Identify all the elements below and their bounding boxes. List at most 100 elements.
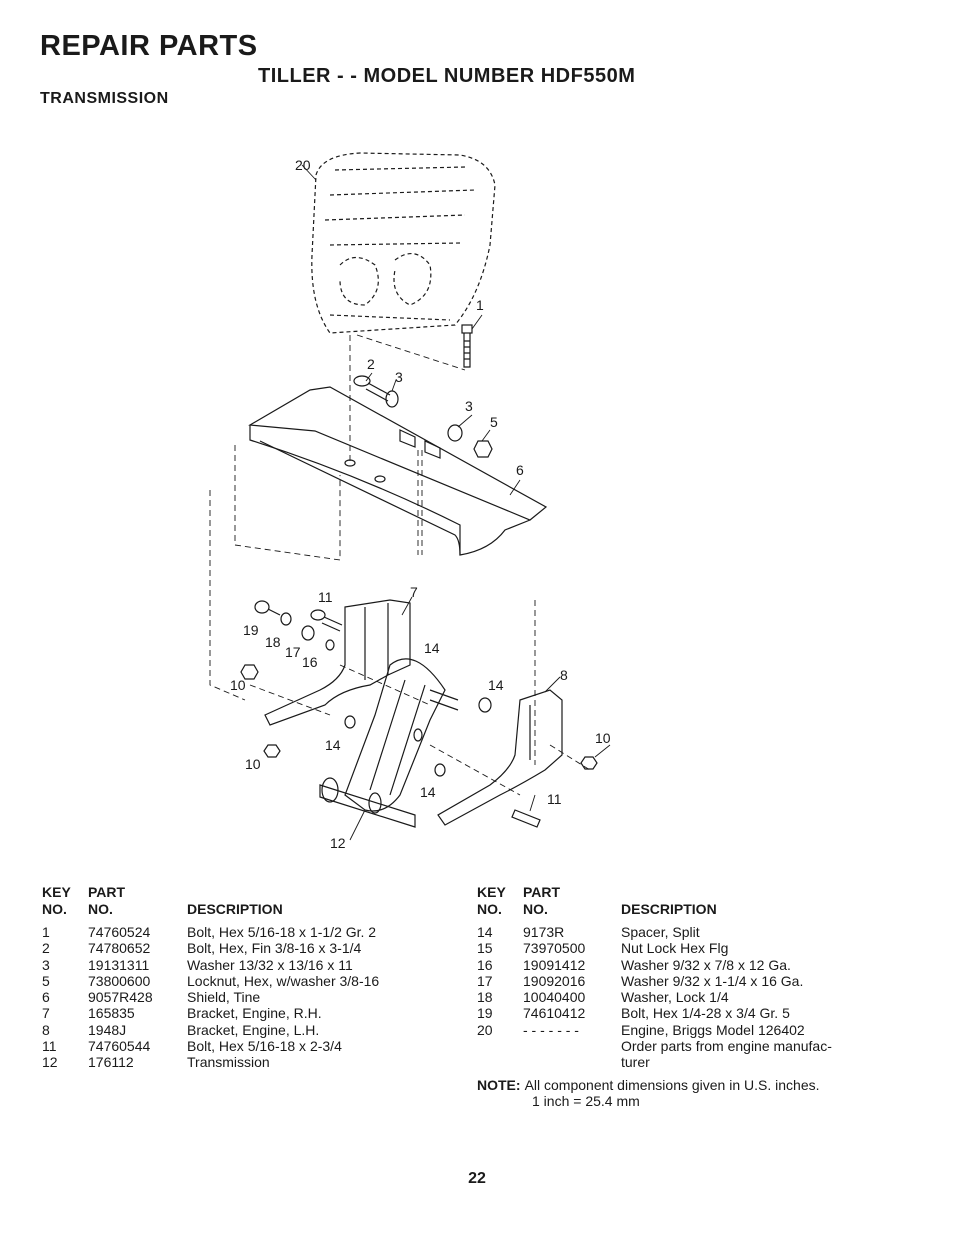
part-no-cell: 74610412 bbox=[523, 1005, 586, 1022]
callout-10a: 10 bbox=[230, 677, 246, 693]
callout-11a: 11 bbox=[318, 589, 333, 605]
description-cell: Engine, Briggs Model 126402 bbox=[621, 1021, 805, 1038]
part-no-cell bbox=[523, 1038, 621, 1054]
callout-19: 19 bbox=[243, 622, 259, 638]
callout-7: 7 bbox=[410, 584, 418, 600]
part-no-cell: 10040400 bbox=[523, 989, 586, 1006]
description-cell: Bolt, Hex, Fin 3/8-16 x 3-1/4 bbox=[187, 940, 362, 957]
description-cell: Spacer, Split bbox=[621, 924, 700, 940]
callout-20: 20 bbox=[295, 157, 311, 173]
description-cell: Bolt, Hex 1/4-28 x 3/4 Gr. 5 bbox=[621, 1005, 790, 1022]
key-no-cell: 19 bbox=[477, 1005, 493, 1022]
part-no-cell: - - - - - - - bbox=[523, 1021, 579, 1038]
description-cell: Bracket, Engine, L.H. bbox=[187, 1021, 320, 1038]
note-label: NOTE: bbox=[477, 1077, 521, 1093]
description-cell: Order parts from engine manufac- bbox=[621, 1038, 832, 1055]
part-no-cell: 176112 bbox=[88, 1054, 134, 1071]
table-row: 18 10040400 Washer, Lock 1/4 bbox=[477, 989, 832, 1005]
key-no-cell: 15 bbox=[477, 940, 493, 957]
callout-1: 1 bbox=[476, 297, 484, 313]
transmission-illustration bbox=[319, 658, 459, 828]
note-line-1: All component dimensions given in U.S. i… bbox=[524, 1077, 820, 1093]
bracket-rh-illustration bbox=[264, 599, 411, 726]
note-line-2: 1 inch = 25.4 mm bbox=[532, 1093, 640, 1109]
part-no-cell: 74760544 bbox=[88, 1038, 151, 1055]
callout-2: 2 bbox=[367, 356, 375, 372]
part-no-cell: 19131311 bbox=[88, 956, 150, 973]
part-no-cell: 19092016 bbox=[523, 972, 586, 989]
description-cell: Locknut, Hex, w/washer 3/8-16 bbox=[187, 972, 380, 989]
table-row: 3 19131311 Washer 13/32 x 13/16 x 11 bbox=[42, 957, 379, 973]
part-no-cell: 165835 bbox=[88, 1005, 135, 1022]
key-no-cell: 16 bbox=[477, 956, 493, 973]
section-heading: TRANSMISSION bbox=[40, 90, 169, 107]
callout-5: 5 bbox=[490, 414, 498, 430]
bolt-1-illustration bbox=[461, 324, 473, 368]
callout-14d: 14 bbox=[420, 784, 436, 800]
description-cell: Washer 13/32 x 13/16 x 11 bbox=[187, 956, 353, 973]
key-no-cell: 6 bbox=[42, 989, 50, 1006]
bracket-lh-illustration bbox=[437, 689, 598, 828]
table-row: 19 74610412 Bolt, Hex 1/4-28 x 3/4 Gr. 5 bbox=[477, 1005, 832, 1021]
part-no-cell: 9057R428 bbox=[88, 989, 153, 1006]
key-no-cell: 17 bbox=[477, 972, 493, 989]
key-no-cell: 2 bbox=[42, 940, 50, 957]
key-no-cell bbox=[477, 1054, 523, 1070]
key-no-cell: 11 bbox=[42, 1038, 57, 1055]
part-no-cell: 1948J bbox=[88, 1021, 127, 1038]
callout-14b: 14 bbox=[488, 677, 504, 693]
description-cell: Washer, Lock 1/4 bbox=[621, 989, 729, 1006]
table-row: 2 74780652 Bolt, Hex, Fin 3/8-16 x 3-1/4 bbox=[42, 940, 379, 956]
description-cell: Washer 9/32 x 7/8 x 12 Ga. bbox=[621, 956, 791, 973]
callout-3a: 3 bbox=[395, 369, 403, 385]
callout-6: 6 bbox=[516, 462, 524, 478]
callout-14c: 14 bbox=[325, 737, 341, 753]
key-no-cell: 20 bbox=[477, 1021, 493, 1038]
page-title: REPAIR PARTS bbox=[40, 30, 258, 62]
callout-12: 12 bbox=[330, 835, 346, 851]
callout-10c: 10 bbox=[245, 756, 261, 772]
dimensions-note: NOTE:All component dimensions given in U… bbox=[477, 1077, 897, 1109]
table-row: turer bbox=[477, 1054, 832, 1070]
description-header: DESCRIPTION bbox=[187, 901, 283, 917]
table-row: 16 19091412 Washer 9/32 x 7/8 x 12 Ga. bbox=[477, 957, 832, 973]
model-subtitle: TILLER - - MODEL NUMBER HDF550M bbox=[258, 65, 636, 87]
key-no-cell: 14 bbox=[477, 924, 493, 940]
table-row: 11 74760544 Bolt, Hex 5/16-18 x 2-3/4 bbox=[42, 1038, 379, 1054]
key-no-cell: 18 bbox=[477, 989, 493, 1006]
part-no-cell: 74780652 bbox=[88, 940, 151, 957]
table-row: Order parts from engine manufac- bbox=[477, 1038, 832, 1054]
callout-10b: 10 bbox=[595, 730, 611, 746]
callout-8: 8 bbox=[560, 667, 568, 683]
description-cell: Nut Lock Hex Flg bbox=[621, 940, 729, 957]
part-no-cell: 19091412 bbox=[523, 956, 586, 973]
washer-locknut-illustration bbox=[447, 424, 493, 458]
table-row: 20 - - - - - - - Engine, Briggs Model 1264… bbox=[477, 1022, 832, 1038]
leader-lines bbox=[301, 164, 611, 841]
key-no-cell: 3 bbox=[42, 956, 50, 973]
small-hardware-illustration bbox=[240, 600, 343, 758]
engine-illustration bbox=[311, 152, 496, 334]
description-cell: Shield, Tine bbox=[187, 989, 261, 1006]
description-cell: Bolt, Hex 5/16-18 x 2-3/4 bbox=[187, 1038, 342, 1055]
part-no-cell: 74760524 bbox=[88, 924, 151, 940]
description-cell: Bolt, Hex 5/16-18 x 1-1/2 Gr. 2 bbox=[187, 924, 377, 940]
part-no-cell: 73800600 bbox=[88, 972, 151, 989]
key-no-cell: 5 bbox=[42, 972, 50, 989]
callout-11b: 11 bbox=[547, 791, 562, 807]
